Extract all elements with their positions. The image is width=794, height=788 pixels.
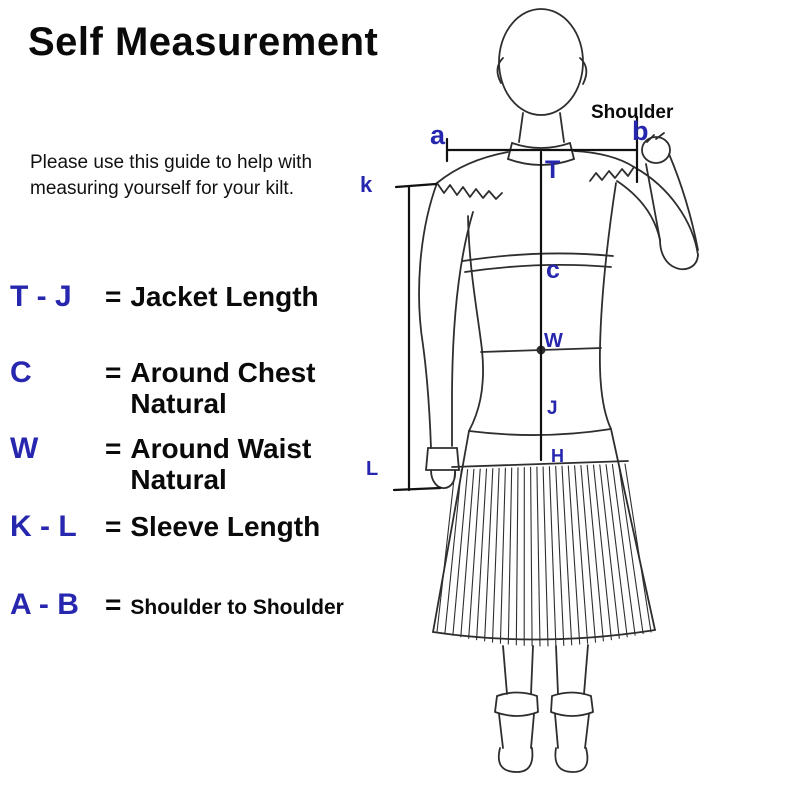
legend-letters: C bbox=[10, 356, 32, 389]
legend-row-around-waist: W = Around Waist Natural bbox=[10, 432, 345, 496]
legend-label: Jacket Length bbox=[130, 281, 319, 312]
equals-sign: = bbox=[105, 433, 122, 464]
legend-label: Around Waist Natural bbox=[130, 433, 312, 495]
kilt-pleats bbox=[436, 463, 652, 647]
point-label-j: J bbox=[547, 398, 558, 419]
equals-sign: = bbox=[105, 511, 122, 542]
point-label-t: T bbox=[545, 156, 561, 184]
legend-label: Around Chest Natural bbox=[130, 357, 316, 419]
legend-row-jacket-length: T - J = Jacket Length bbox=[10, 280, 319, 314]
point-label-w: W bbox=[544, 330, 563, 352]
legend-label: Sleeve Length bbox=[130, 511, 321, 542]
legend-letters: W bbox=[10, 432, 39, 465]
point-label-k: k bbox=[360, 172, 373, 197]
legend-row-shoulder-to-shoulder: A - B = Shoulder to Shoulder bbox=[10, 588, 344, 622]
legend-row-around-chest: C = Around Chest Natural bbox=[10, 356, 345, 420]
equals-sign: = bbox=[105, 281, 122, 312]
legend-letters: T - J bbox=[10, 280, 72, 313]
point-label-h: H bbox=[551, 446, 564, 466]
shoulder-label: Shoulder bbox=[591, 102, 674, 123]
legend-row-sleeve-length: K - L = Sleeve Length bbox=[10, 510, 320, 544]
measurement-lines bbox=[392, 115, 639, 492]
equals-sign: = bbox=[105, 357, 122, 388]
point-label-a: a bbox=[430, 120, 446, 150]
figure-outline bbox=[418, 8, 699, 773]
point-label-c: c bbox=[546, 256, 560, 284]
legend-label: Shoulder to Shoulder bbox=[130, 596, 344, 619]
legend-letters: K - L bbox=[10, 510, 77, 543]
page-title: Self Measurement bbox=[28, 20, 379, 64]
point-label-b: b bbox=[632, 116, 649, 146]
intro-text: Please use this guide to help with measu… bbox=[30, 152, 313, 200]
legend-letters: A - B bbox=[10, 588, 79, 621]
point-label-l: L bbox=[366, 458, 379, 480]
equals-sign: = bbox=[105, 589, 122, 620]
